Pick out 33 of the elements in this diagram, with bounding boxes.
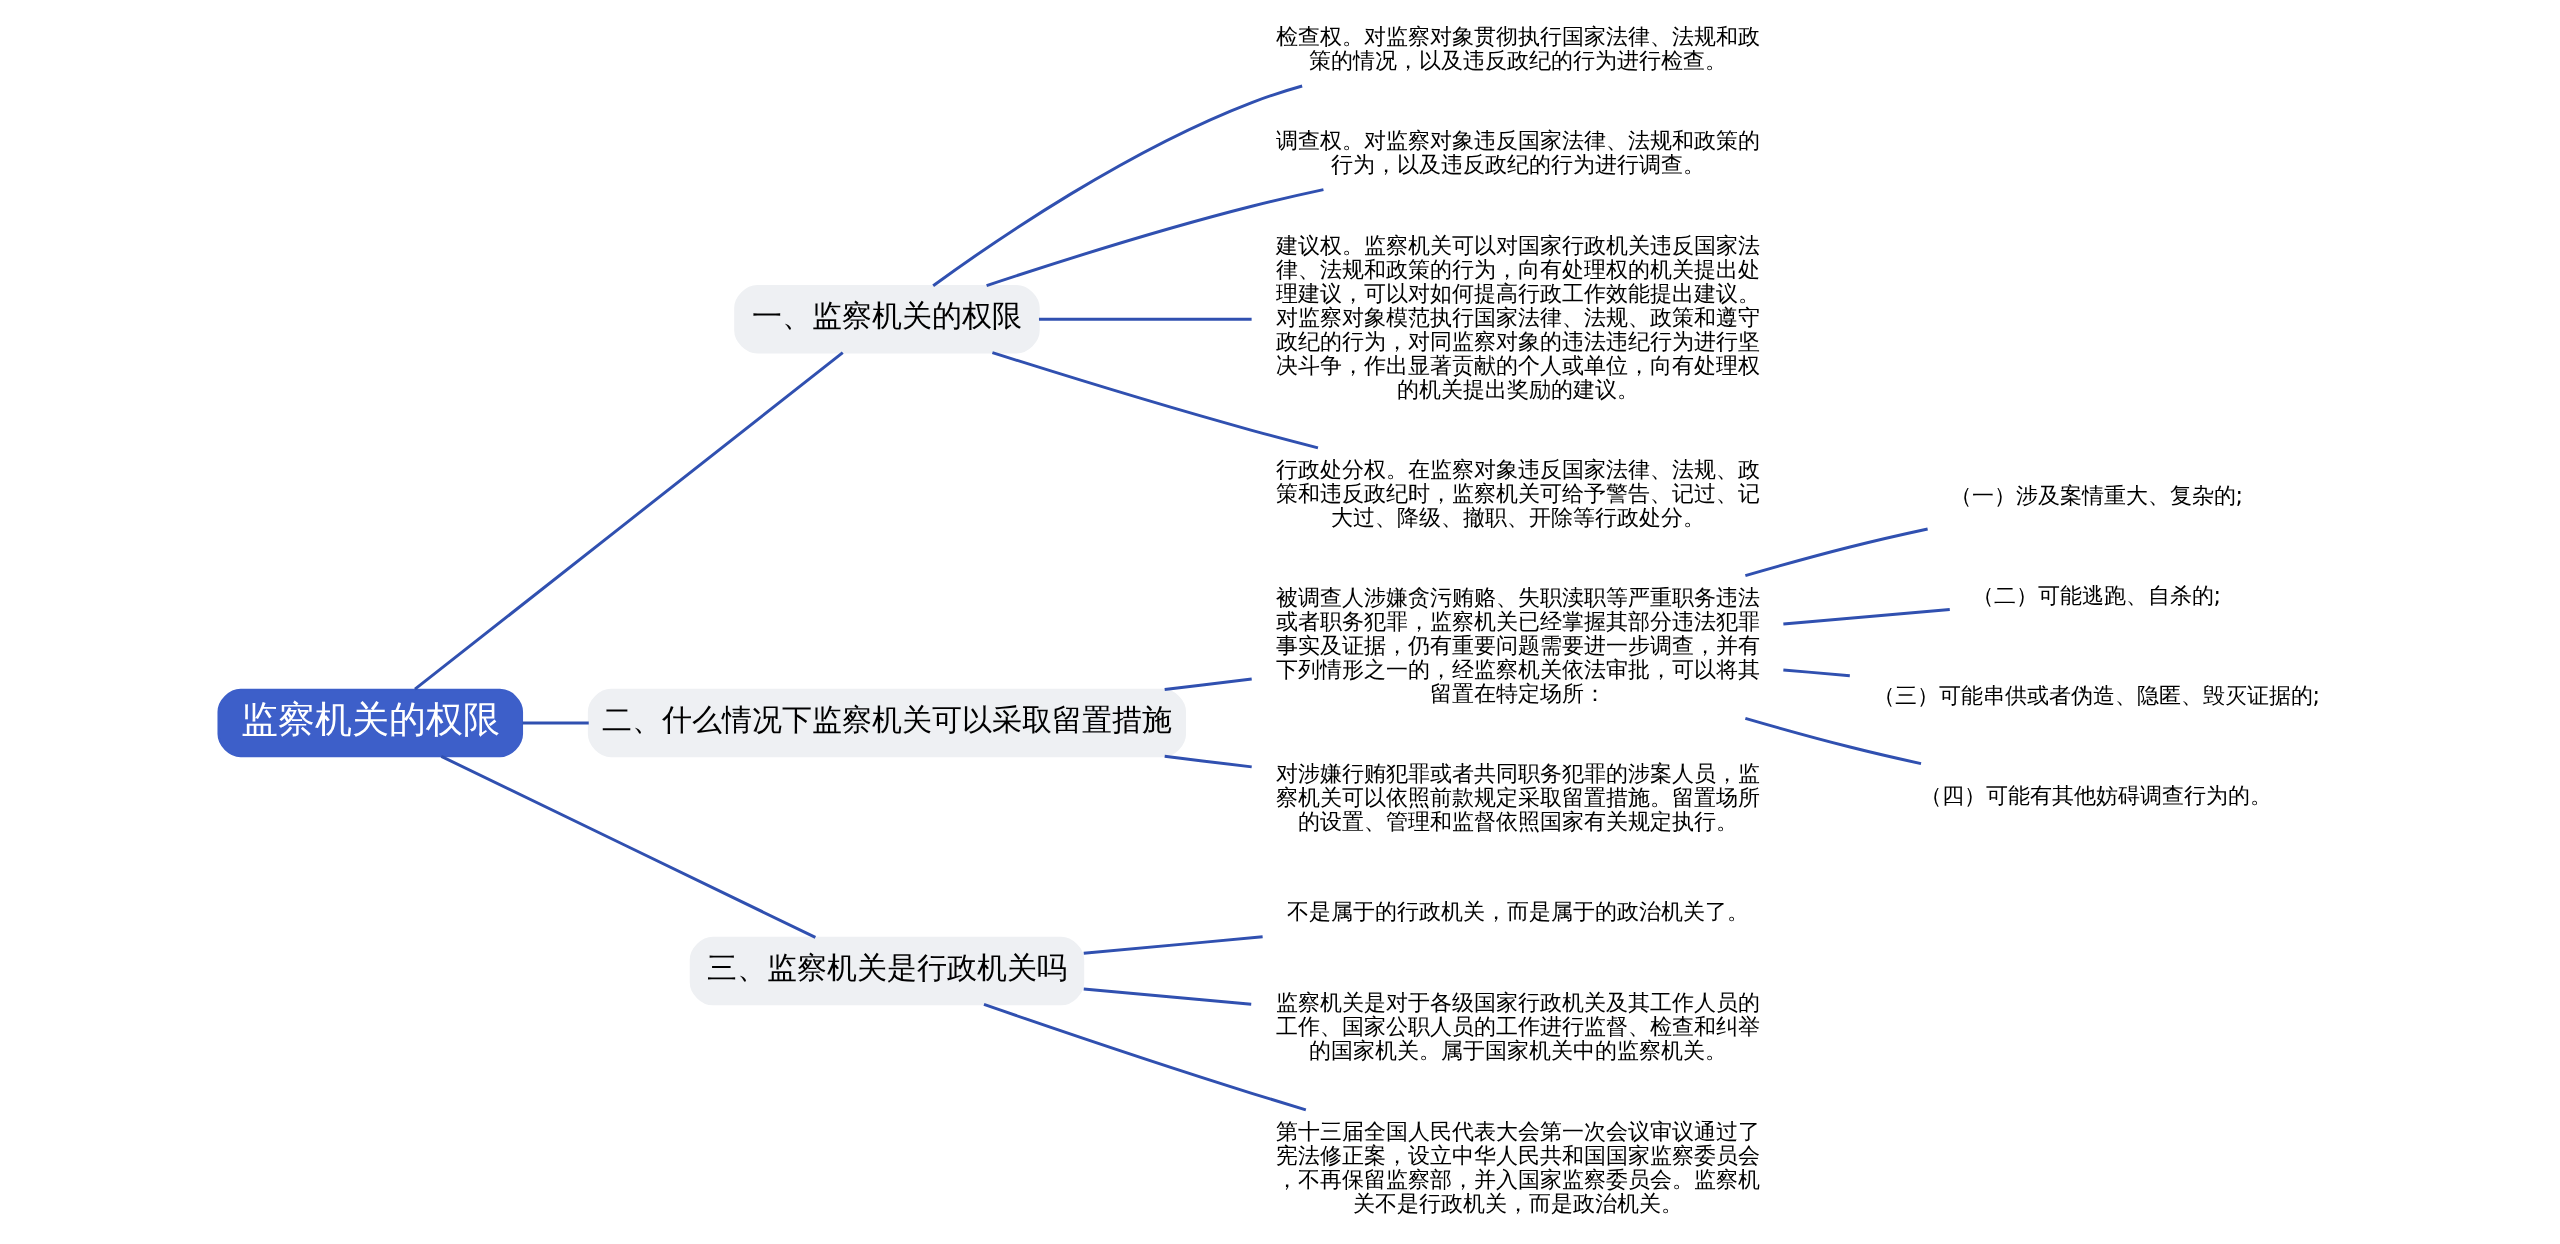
connector [1744, 716, 1921, 766]
connector [522, 721, 589, 725]
node-text: 行政处分权。在监察对象违反国家法律、法规、政策和违反政纪时，监察机关可给予警告、记过、记大过、降级、撤职、开除等行政处分。 [1275, 455, 1760, 530]
connector [1782, 668, 1850, 678]
node-box: 一、监察机关的权限 [733, 284, 1040, 354]
node-text: 调查权。对监察对象违反国家法律、法规和政策的行为，以及违反政纪的行为进行调查。 [1275, 127, 1760, 178]
connector [1164, 754, 1252, 769]
node-text: 检查权。对监察对象贯彻执行国家法律、法规和政策的情况，以及违反政纪的行为进行检查。 [1275, 23, 1760, 74]
connector [1744, 527, 1928, 578]
connector [1083, 935, 1263, 955]
node-text: 对涉嫌行贿犯罪或者共同职务犯罪的涉案人员，监察机关可以依照前款规定采取留置措施。留置场所的设置、管理和监督依照国家有关规定执行。 [1275, 759, 1760, 834]
connector [413, 351, 844, 691]
connector [1038, 317, 1252, 321]
connector [931, 84, 1303, 287]
node-text: （四）可能有其他妨碍调查行为的。 [1919, 781, 2272, 808]
connector [991, 351, 1318, 450]
node-text: 不是属于的行政机关，而是属于的政治机关了。 [1286, 898, 1749, 925]
connector [1782, 608, 1950, 626]
connector [440, 755, 816, 939]
node-text: 第十三届全国人民代表大会第一次会议审议通过了宪法修正案，设立中华人民共和国国家监察委员会，不再保留监察部，并入国家监察委员会。监察机关不是行政机关，而是政治机关。 [1275, 1117, 1760, 1217]
connector [985, 188, 1324, 288]
connector [1083, 987, 1251, 1006]
node-text: 被调查人涉嫌贪污贿赂、失职渎职等严重职务违法或者职务犯罪，监察机关已经掌握其部分违法犯罪事实及证据，仍有重要问题需要进一步调查，并有下列情形之一的，经监察机关依法审批，可以将其留置在特定场所： [1275, 583, 1760, 706]
node-text: 监察机关是对于各级国家行政机关及其工作人员的工作、国家公职人员的工作进行监督、检查和纠举的国家机关。属于国家机关中的监察机关。 [1275, 989, 1760, 1064]
connector [1164, 677, 1252, 691]
node-text: （一）涉及案情重大、复杂的; [1949, 481, 2243, 508]
node-text: （三）可能串供或者伪造、隐匿、毁灭证据的; [1872, 681, 2320, 708]
node-box: 三、监察机关是行政机关吗 [689, 936, 1084, 1006]
node-box: 二、什么情况下监察机关可以采取留置措施 [587, 688, 1186, 758]
node-box: 监察机关的权限 [217, 688, 523, 758]
connector [983, 1003, 1306, 1112]
node-text: （二）可能逃跑、自杀的; [1971, 581, 2221, 608]
node-text: 建议权。监察机关可以对国家行政机关违反国家法律、法规和政策的行为，向有处理权的机关提出处理建议，可以对如何提高行政工作效能提出建议。对监察对象模范执行国家法律、法规、政策和遵守政纪的行为，对同监察对象的违法违纪行为进行坚决斗争，作出显著贡献的个人或单位，向有处理权的机关提出奖励的建议。 [1275, 231, 1760, 403]
